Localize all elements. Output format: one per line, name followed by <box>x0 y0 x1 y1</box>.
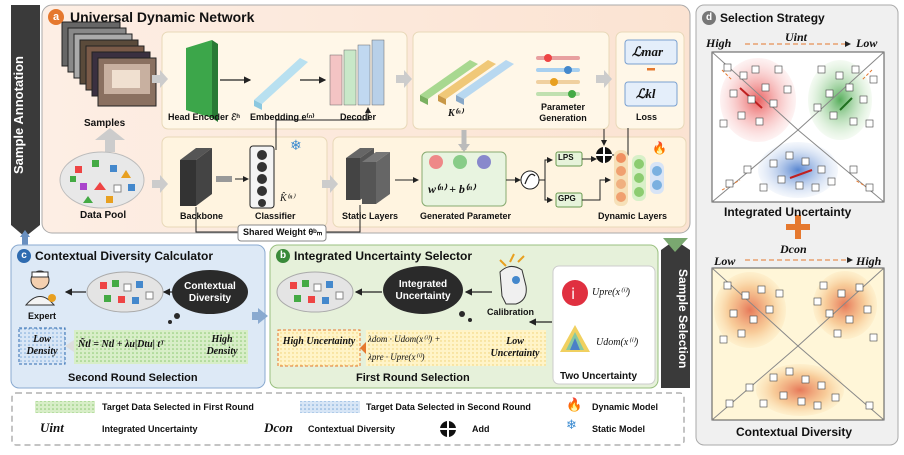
dynamic-layers-label: Dynamic Layers <box>598 211 668 221</box>
gen-param-label: Generated Parameter <box>420 211 512 221</box>
panel-c-title: Contextual Diversity Calculator <box>35 249 214 263</box>
backbone-label: Backbone <box>180 211 224 221</box>
param-gen-label: Parameter Generation <box>539 102 587 123</box>
warning-icon: i <box>562 280 588 306</box>
sample-selection-label: Sample Selection <box>676 269 690 369</box>
legend-box <box>11 392 685 446</box>
shared-weight-label: Shared Weight θᵇₘ <box>243 227 323 237</box>
snowflake-icon: ❄ <box>290 138 302 154</box>
uint-symbol: Uint <box>785 30 808 44</box>
classifier-label: Classifier <box>255 211 296 221</box>
sample-annotation-label: Sample Annotation <box>11 56 26 174</box>
sample-selection-bar <box>661 250 690 388</box>
decoder-shape <box>329 39 385 106</box>
panel-c-caption: Second Round Selection <box>68 372 198 384</box>
legend-snowflake-icon: ❄ <box>566 418 577 433</box>
u-pre-label: Upre(x⁽ⁱ⁾) <box>592 287 630 298</box>
embedding-label: Embedding e⁽ⁿ⁾ <box>250 112 315 122</box>
fire-icon: 🔥 <box>652 141 667 155</box>
legend-blue-swatch <box>300 401 360 413</box>
formula-top: λdom · Udom(x⁽ⁱ⁾) + <box>368 334 441 344</box>
samples-stack <box>61 21 157 107</box>
data-pool-label: Data Pool <box>80 210 127 221</box>
loss-kl: ℒkl <box>636 86 656 101</box>
calibration-label: Calibration <box>487 307 535 317</box>
loss-mar: ℒmar <box>632 44 664 59</box>
contextual-bubble <box>172 270 248 314</box>
integrated-label: Integrated Uncertainty <box>724 205 852 219</box>
low-density-box <box>18 327 66 365</box>
u-dom-label: Udom(x⁽ⁱ⁾) <box>596 337 639 348</box>
embedding-shape <box>254 58 308 110</box>
legend-second-round: Target Data Selected in Second Round <box>366 402 531 412</box>
loss-label: Loss <box>636 112 658 122</box>
svg-text:i: i <box>571 285 575 303</box>
legend-dcon-label: Contextual Diversity <box>308 424 396 434</box>
gpg-label: GPG <box>558 194 576 203</box>
legend-static-model: Static Model <box>592 424 646 434</box>
dcon-high: High <box>856 254 882 268</box>
panel-a-badge: a <box>48 9 64 25</box>
legend-add-label: Add <box>472 424 490 434</box>
static-layers-shape <box>346 148 390 204</box>
classifier-shape <box>249 145 275 209</box>
panel-d-title: Selection Strategy <box>720 11 825 25</box>
backbone-shape <box>180 148 232 206</box>
legend-first-round: Target Data Selected in First Round <box>102 402 254 412</box>
uint-low: Low <box>856 36 878 50</box>
data-pool <box>59 151 145 209</box>
static-layers-label: Static Layers <box>342 211 399 221</box>
integrated-bubble <box>383 266 463 314</box>
triangle-icon <box>560 325 590 352</box>
density-formula: Ñtl = Ntl + λu|Dtu| tᵀ <box>78 339 164 350</box>
panel-d-badge: d <box>702 11 716 25</box>
contextual-label: Contextual Diversity <box>736 425 853 439</box>
classifier-sym: K̂⁽ⁿ⁾ <box>280 193 295 204</box>
samples-label: Samples <box>84 118 126 129</box>
panel-a-title: Universal Dynamic Network <box>70 9 255 25</box>
head-encoder-label: Head Encoder ℰʰ <box>168 112 240 122</box>
high-uncertainty-box <box>277 329 361 367</box>
add-icon <box>596 147 612 163</box>
legend-green-swatch <box>35 401 95 413</box>
expert-icon <box>24 270 56 306</box>
contextual-bubble-text: Contextual Diversity <box>184 281 236 304</box>
kernel-label: K⁽ⁿ⁾ <box>448 108 464 119</box>
high-uncertainty-text: High Uncertainty <box>282 336 356 347</box>
uint-high: High <box>706 36 732 50</box>
high-density-text: High Density <box>206 334 238 357</box>
low-uncertainty-text: Low Uncertainty <box>490 336 540 359</box>
legend-fire-icon: 🔥 <box>566 398 583 413</box>
panel-b-badge: b <box>276 249 290 263</box>
panel-c-badge: c <box>17 249 31 263</box>
legend-dcon-sym: Dcon <box>264 420 293 435</box>
activation-icon <box>520 170 540 190</box>
sample-annotation-bar <box>11 5 40 225</box>
decoder-label: Decoder <box>340 112 377 122</box>
dcon-symbol: Dcon <box>780 242 807 256</box>
legend-uint-sym: Uint <box>40 420 64 435</box>
expert-label: Expert <box>28 311 57 321</box>
dynamic-layers-shape <box>614 150 664 206</box>
head-encoder-shape <box>186 40 218 122</box>
legend-add-icon <box>440 421 456 437</box>
gen-param-formula: w⁽ⁿ⁾ + b⁽ⁿ⁾ <box>428 182 475 196</box>
formula-bottom: λpre · Upre(x⁽ⁱ⁾) <box>368 352 425 362</box>
two-uncertainty-label: Two Uncertainty <box>560 371 638 382</box>
low-density-text: Low Density <box>26 334 58 357</box>
legend-uint-label: Integrated Uncertainty <box>102 424 198 434</box>
kernel-shape <box>420 60 514 105</box>
calibration-icon <box>499 253 527 305</box>
panel-b-caption: First Round Selection <box>356 372 470 384</box>
param-gen-icon <box>536 54 580 98</box>
panel-b-title: Integrated Uncertainty Selector <box>294 249 473 263</box>
legend-dynamic-model: Dynamic Model <box>592 402 659 412</box>
dcon-low: Low <box>714 254 736 268</box>
lps-label: LPS <box>558 153 574 162</box>
integrated-bubble-text: Integrated Uncertainty <box>395 279 451 302</box>
